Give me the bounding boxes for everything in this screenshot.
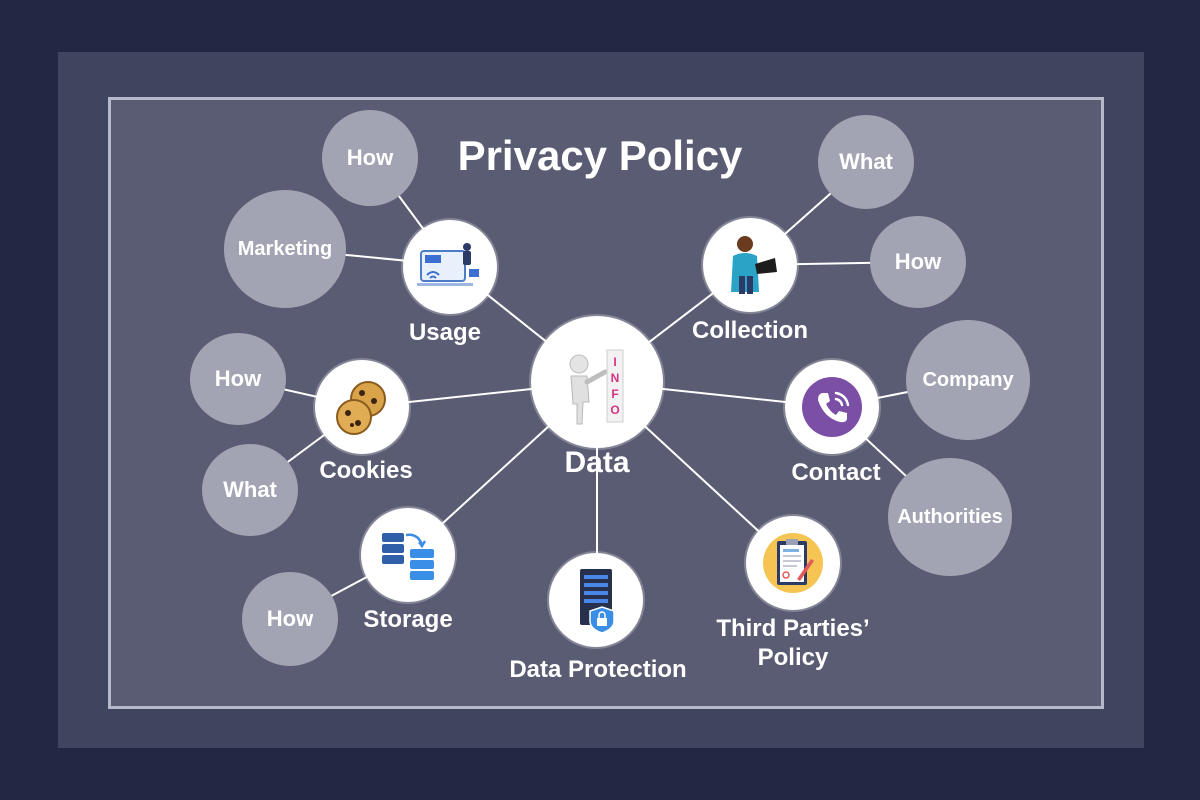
svg-text:N: N (611, 371, 620, 385)
bubble-collection-what: What (818, 115, 914, 209)
bubble-label: Authorities (897, 505, 1003, 528)
phone-icon (802, 377, 862, 437)
node-label-third-parties-line2: Policy (757, 644, 829, 671)
bubble-contact-authorities: Authorities (888, 458, 1012, 576)
secure-server-icon (580, 569, 615, 634)
info-figure-icon: I N F O (569, 349, 624, 425)
bubble-contact-company: Company (906, 320, 1030, 440)
node-cookies (315, 360, 409, 454)
svg-text:I: I (613, 355, 616, 369)
cookies-icon (336, 381, 386, 435)
node-label-cookies: Cookies (319, 457, 413, 484)
node-label-storage: Storage (363, 606, 453, 633)
bubble-label: Company (922, 368, 1014, 391)
bubble-label: How (346, 145, 394, 170)
bubble-label: What (223, 477, 277, 502)
clipboard-policy-icon (763, 533, 823, 593)
node-storage (361, 508, 455, 602)
bubble-cookies-what: What (202, 444, 298, 536)
node-third-parties (746, 516, 840, 610)
page-title: Privacy Policy (457, 132, 743, 179)
node-label-data-protection: Data Protection (509, 656, 687, 683)
man-with-laptop-icon (731, 236, 777, 294)
bubble-usage-how: How (322, 110, 418, 206)
center-node-data: I N F O (531, 316, 663, 448)
bubble-label: What (839, 149, 893, 174)
bubble-usage-marketing: Marketing (224, 190, 346, 308)
bubble-cookies-how: How (190, 333, 286, 425)
bubble-storage-how: How (242, 572, 338, 666)
bubble-label: How (214, 366, 262, 391)
center-label: Data (564, 446, 630, 479)
bubble-label: How (266, 606, 314, 631)
bubble-collection-how: How (870, 216, 966, 308)
node-label-contact: Contact (791, 459, 881, 486)
svg-text:F: F (611, 387, 618, 401)
node-label-usage: Usage (408, 319, 482, 346)
database-transfer-icon (382, 533, 434, 580)
bubble-label: Marketing (237, 237, 333, 260)
svg-text:O: O (610, 403, 619, 417)
bubble-label: How (894, 249, 942, 274)
node-collection (703, 218, 797, 312)
node-label-third-parties-line1: Third Parties’ (716, 615, 870, 642)
node-usage (403, 220, 497, 314)
node-contact (785, 360, 879, 454)
laptop-user-icon (417, 243, 479, 286)
node-data-protection (549, 553, 643, 647)
node-label-collection: Collection (691, 317, 808, 344)
